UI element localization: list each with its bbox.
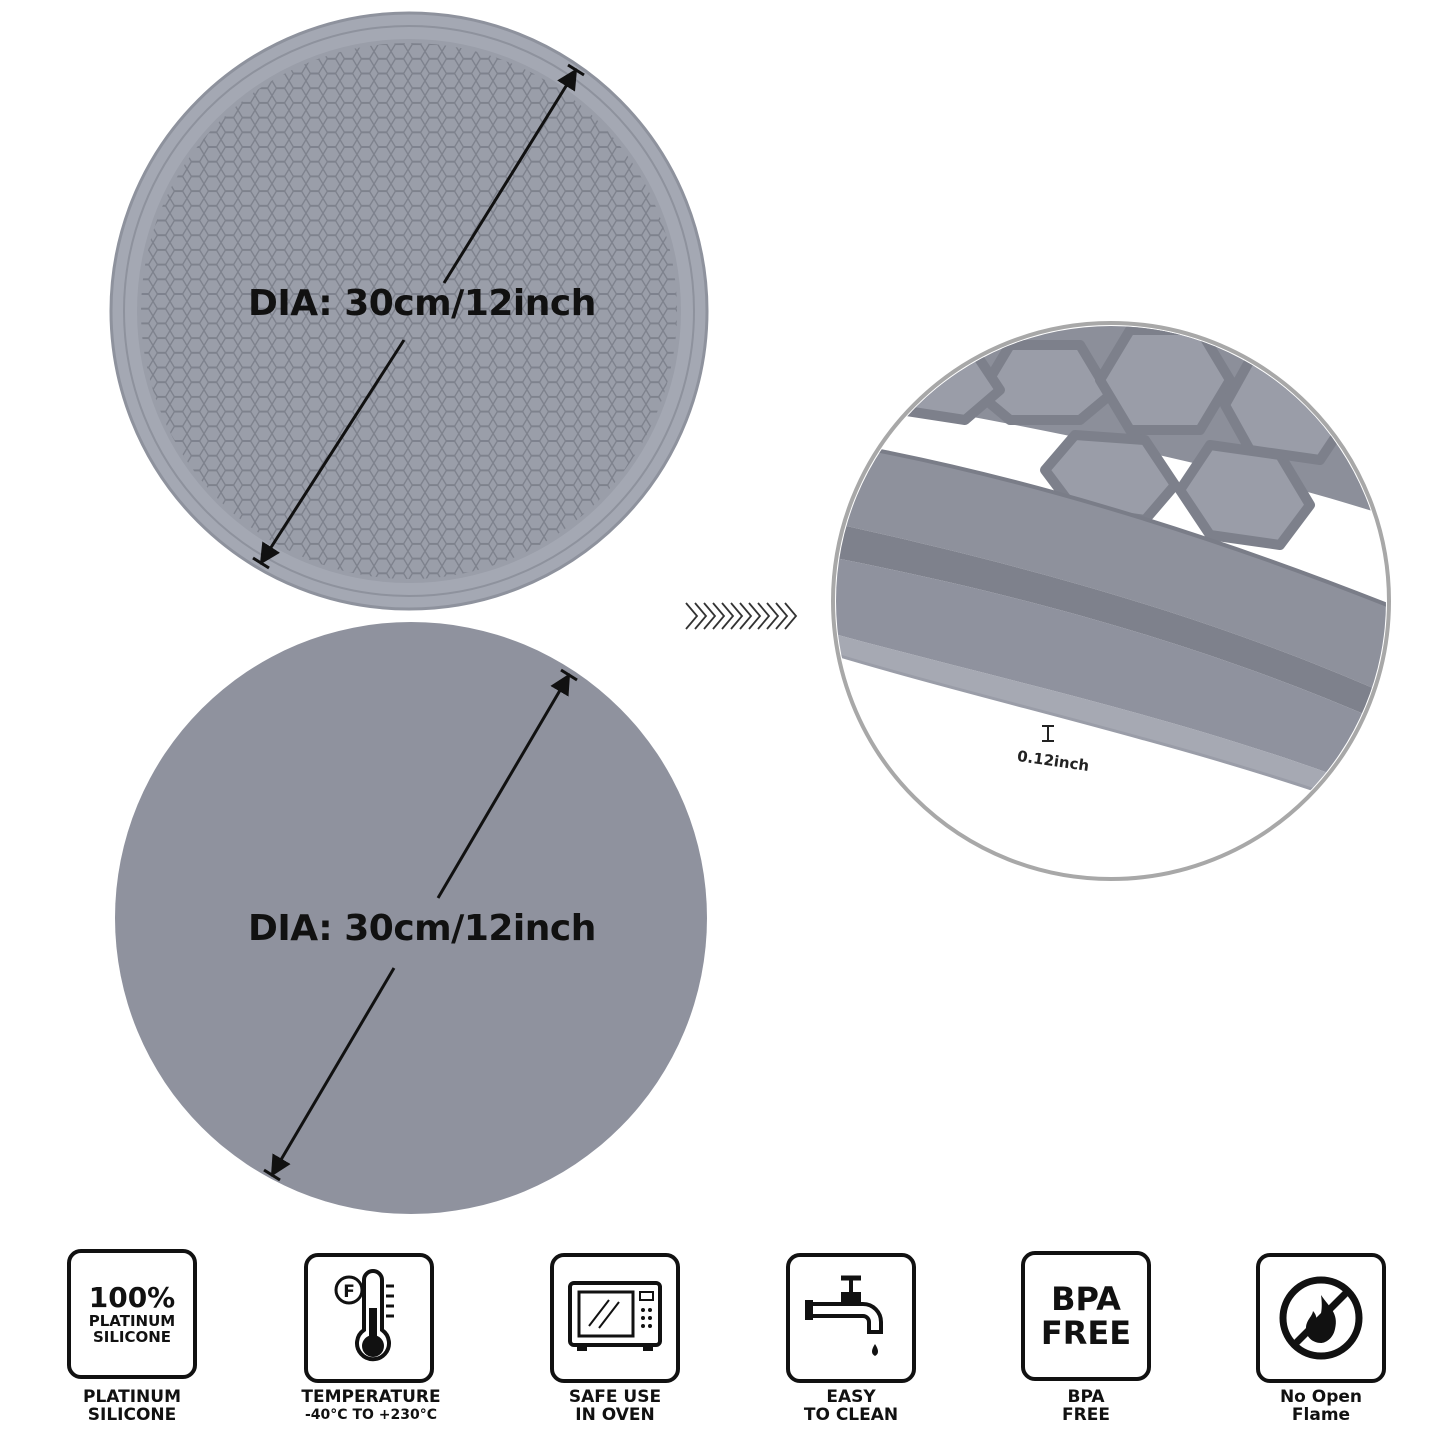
- caption-line: IN OVEN: [575, 1405, 655, 1425]
- percent-text: 100%: [88, 1281, 176, 1314]
- no-flame-caption: No Open Flame: [1231, 1388, 1411, 1424]
- fahrenheit-text: F: [343, 1282, 355, 1302]
- caption-line: -40°C TO +230°C: [305, 1407, 437, 1423]
- thermometer-icon: F: [334, 1269, 394, 1362]
- chevron-arrows-icon: [685, 602, 798, 630]
- zoom-detail: [831, 321, 1391, 881]
- bottom-dimension-line: [263, 668, 578, 1182]
- free-text: FREE: [1040, 1314, 1132, 1352]
- caption-line: TO CLEAN: [803, 1405, 899, 1425]
- platinum-silicone-icon: 100% PLATINUM SILICONE: [67, 1249, 197, 1379]
- product-illustration: [109, 11, 1391, 1214]
- textured-mat: [109, 11, 709, 611]
- silicone-text: SILICONE: [92, 1328, 172, 1346]
- caption-line: SAFE USE: [568, 1387, 662, 1407]
- bottom-diameter-label: DIA: 30cm/12inch: [248, 908, 596, 949]
- caption-line: Flame: [1291, 1405, 1351, 1425]
- caption-line: PLATINUM: [83, 1387, 181, 1407]
- caption-line: No Open: [1279, 1387, 1363, 1407]
- faucet-icon: [805, 1275, 883, 1356]
- platinum-text: PLATINUM: [88, 1312, 176, 1330]
- temperature-box: F: [304, 1253, 434, 1383]
- clean-caption: EASY TO CLEAN: [761, 1388, 941, 1424]
- caption-line: TEMPERATURE: [301, 1387, 441, 1407]
- platinum-silicone-caption: PLATINUM SILICONE: [42, 1388, 222, 1424]
- clean-box: [786, 1253, 916, 1383]
- feature-icons-row: 100% PLATINUM SILICONE PLATINUM SILICONE…: [0, 1248, 1445, 1445]
- microwave-icon: [568, 1281, 662, 1351]
- no-open-flame-icon: [1279, 1276, 1363, 1360]
- top-dimension-line: [252, 63, 585, 570]
- oven-caption: SAFE USE IN OVEN: [525, 1388, 705, 1424]
- bpa-text: BPA: [1051, 1280, 1121, 1318]
- caption-line: SILICONE: [87, 1405, 177, 1425]
- bpa-free-icon: BPA FREE: [1021, 1251, 1151, 1381]
- caption-line: BPA: [1067, 1387, 1105, 1407]
- caption-line: FREE: [1062, 1405, 1110, 1425]
- oven-box: [550, 1253, 680, 1383]
- top-diameter-label: DIA: 30cm/12inch: [248, 283, 596, 324]
- caption-line: EASY: [826, 1387, 876, 1407]
- smooth-mat: [115, 622, 707, 1214]
- bpa-free-caption: BPA FREE: [996, 1388, 1176, 1424]
- temperature-caption: TEMPERATURE -40°C TO +230°C: [281, 1388, 461, 1424]
- no-flame-box: [1256, 1253, 1386, 1383]
